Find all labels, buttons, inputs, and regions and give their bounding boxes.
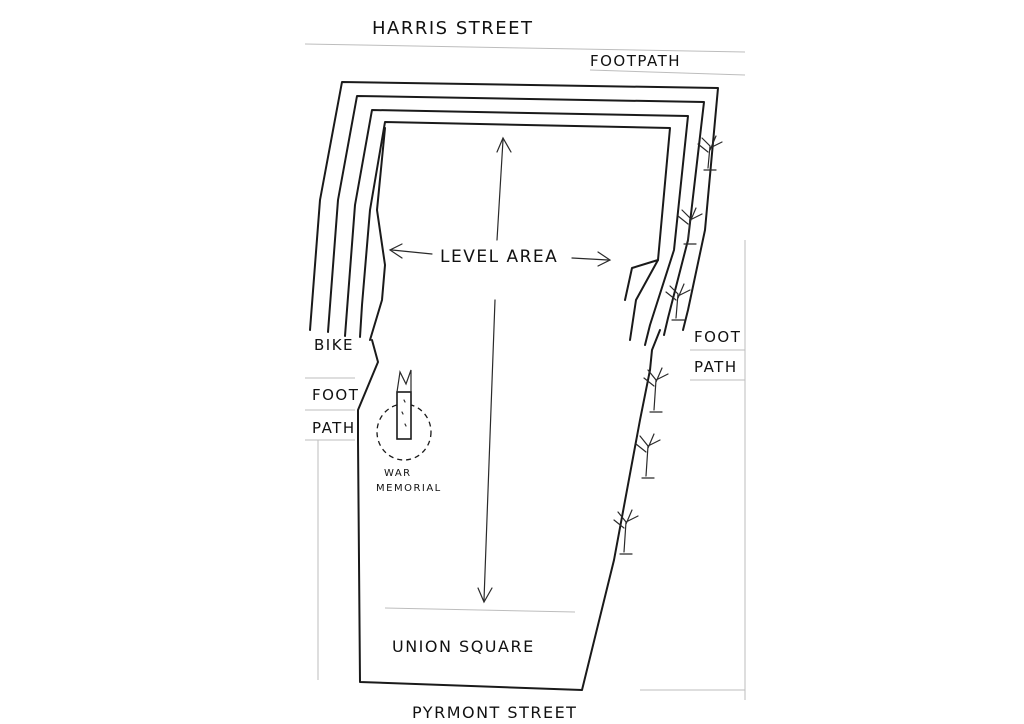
- pyrmont-street-label: PYRMONT STREET: [412, 703, 577, 722]
- tree-icon: [665, 283, 691, 321]
- tree-icon: [613, 509, 639, 555]
- union-square-outline: [357, 329, 661, 691]
- foot-left-label: FOOT: [312, 386, 359, 404]
- tree-icon: [697, 135, 723, 171]
- tree-icon: [643, 367, 669, 413]
- foot-right-label: FOOT: [694, 328, 741, 346]
- tree-icon: [635, 433, 661, 479]
- path-left-label: PATH: [312, 419, 356, 437]
- trees: [613, 135, 723, 555]
- war-memorial-icon: [376, 369, 432, 461]
- arrow-icon: [483, 299, 496, 601]
- war-memorial-label-2: MEMORIAL: [376, 483, 442, 494]
- harris-street-label: HARRIS STREET: [372, 18, 534, 39]
- level-area-arrows: [388, 136, 612, 604]
- footpath-top-label: FOOTPATH: [590, 52, 681, 70]
- arrow-icon: [571, 257, 609, 261]
- street-edges: [304, 43, 746, 700]
- bike-label: BIKE: [314, 336, 354, 354]
- level-area-label: LEVEL AREA: [440, 247, 558, 267]
- path-right-label: PATH: [694, 358, 738, 376]
- tree-icon: [677, 207, 703, 245]
- arrow-icon: [391, 249, 433, 255]
- arrow-icon: [496, 139, 504, 241]
- union-square-label: UNION SQUARE: [392, 637, 535, 656]
- war-memorial-label-1: WAR: [384, 468, 412, 479]
- map-labels: HARRIS STREET FOOTPATH LEVEL AREA BIKE F…: [312, 18, 741, 722]
- terraced-steps: [309, 81, 719, 346]
